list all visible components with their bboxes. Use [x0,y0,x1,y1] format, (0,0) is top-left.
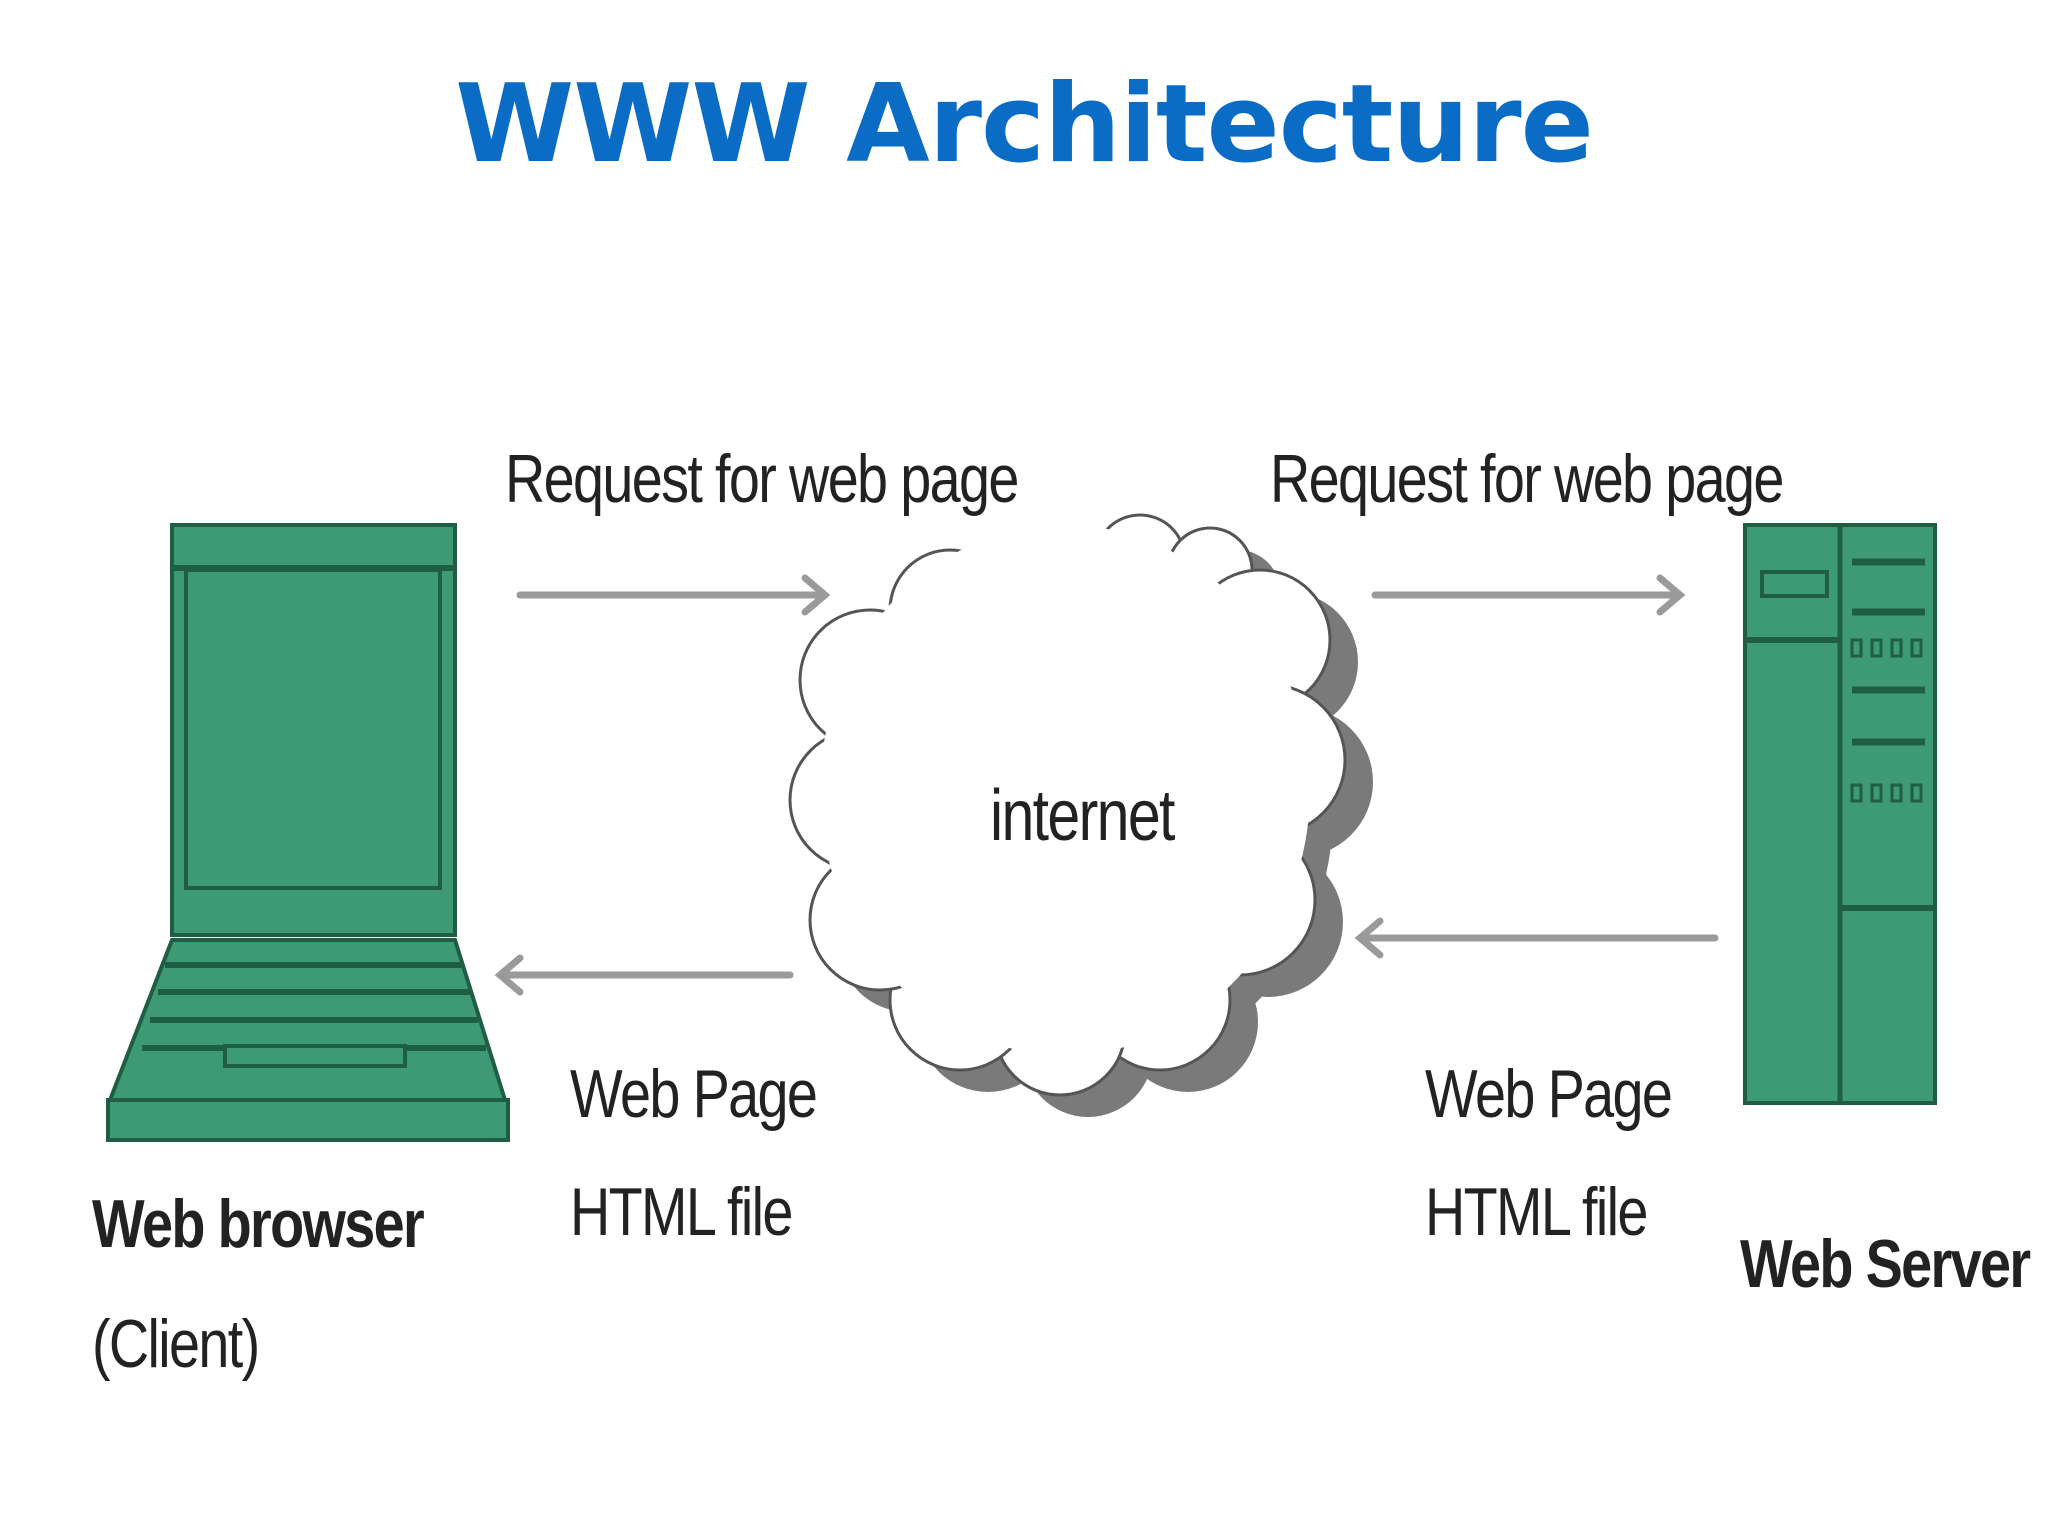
response-label-left-line2: HTML file [570,1174,793,1250]
response-label-left-line1: Web Page [570,1056,818,1132]
response-label-right-line1: Web Page [1425,1056,1673,1132]
laptop-icon [106,523,510,1142]
response-arrow-left [494,954,794,996]
server-tower-icon [1743,523,1937,1105]
response-arrow-right [1354,917,1719,959]
request-label-right: Request for web page [1270,441,1784,517]
page-title: WWW Architecture [455,62,1594,187]
client-sublabel: (Client) [92,1306,260,1382]
response-label-right-line2: HTML file [1425,1174,1648,1250]
request-arrow-right [1371,574,1686,616]
client-label: Web browser [92,1186,425,1262]
response-label-right: Web Page HTML file [1425,1035,1673,1271]
request-arrow-left [516,574,831,616]
response-label-left: Web Page HTML file [570,1035,818,1271]
cloud-label: internet [990,776,1175,856]
request-label-left: Request for web page [505,441,1019,517]
cloud-icon [788,513,1373,1117]
server-label: Web Server [1740,1226,2031,1302]
